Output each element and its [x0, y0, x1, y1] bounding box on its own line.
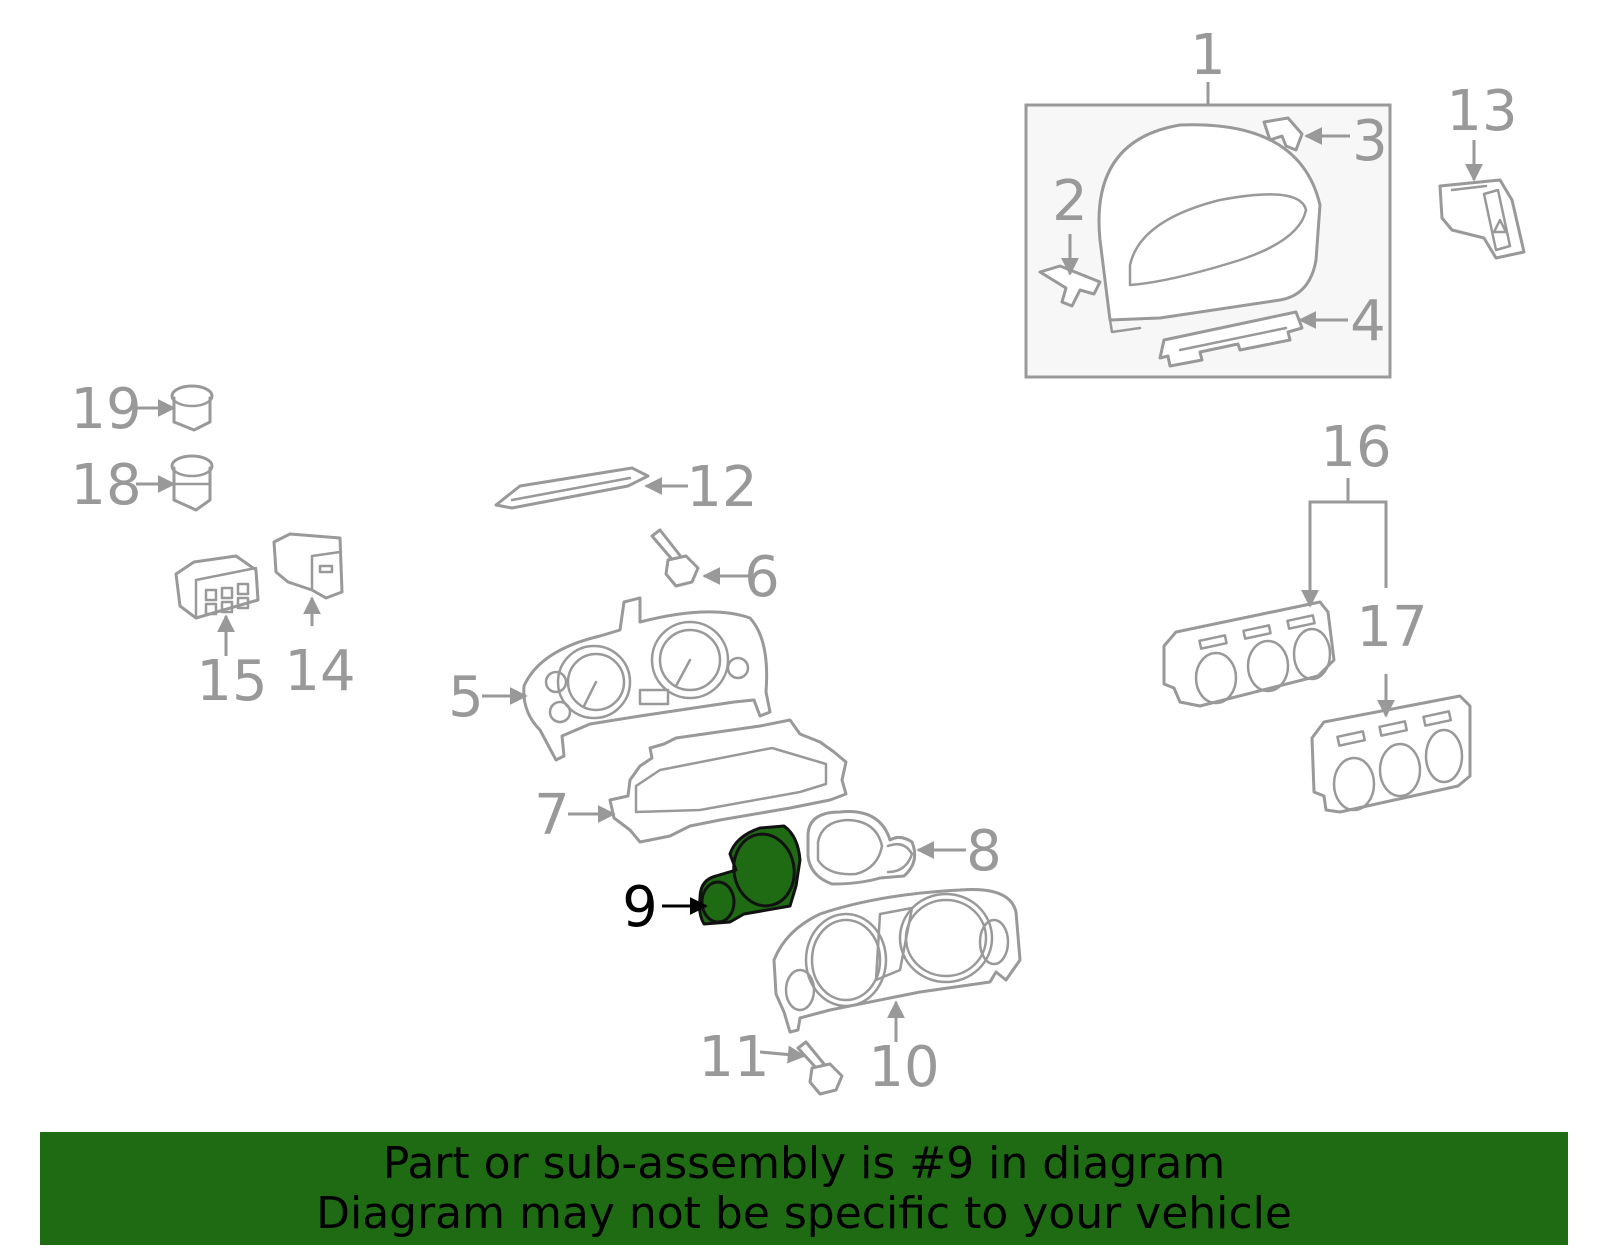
switch-part-14 [272, 532, 344, 600]
highlight-banner: Part or sub-assembly is #9 in diagram Di… [40, 1132, 1568, 1245]
callout-16: 16 [1320, 415, 1391, 480]
leader-lines [136, 127, 1483, 1064]
callout-13: 13 [1446, 79, 1517, 144]
callout-2: 2 [1052, 169, 1088, 234]
callout-9: 9 [622, 875, 658, 940]
callout-7: 7 [534, 783, 570, 848]
callout-18: 18 [70, 453, 141, 518]
lens-strip-part-12 [494, 466, 650, 510]
cluster-base-part-10 [772, 887, 1022, 1034]
gauge-assembly-part-9 [698, 824, 802, 926]
screw-part-6 [650, 528, 700, 588]
cluster-hood-part-1 [1097, 123, 1322, 334]
knob-part-18 [170, 454, 214, 512]
callout-12: 12 [686, 455, 757, 520]
cluster-housing-part-5 [522, 596, 772, 762]
lens-part-8 [806, 810, 917, 886]
callout-14: 14 [284, 639, 355, 704]
cluster-frame-part-7 [608, 718, 848, 844]
callout-8: 8 [966, 819, 1002, 884]
callout-5: 5 [448, 665, 484, 730]
knob-part-19 [170, 384, 214, 432]
hazard-switch-part-13 [1438, 178, 1526, 260]
callout-15: 15 [196, 649, 267, 714]
callout-19: 19 [70, 377, 141, 442]
callout-numbers: 1 2 3 4 13 12 6 5 7 8 9 10 11 14 15 19 1… [70, 23, 1517, 1100]
screw-part-11 [796, 1040, 844, 1096]
climate-panel-part-17 [1310, 694, 1472, 814]
callout-10: 10 [868, 1035, 939, 1100]
callout-3: 3 [1352, 109, 1388, 174]
callout-17: 17 [1356, 595, 1427, 660]
clip-part-3 [1262, 116, 1304, 152]
callout-6: 6 [744, 545, 780, 610]
climate-panel-part-16 [1162, 600, 1336, 708]
callout-4: 4 [1350, 289, 1386, 354]
switch-block-part-15 [174, 554, 260, 620]
banner-line-2: Diagram may not be specific to your vehi… [316, 1187, 1292, 1239]
callout-1: 1 [1190, 23, 1226, 88]
banner-line-1: Part or sub-assembly is #9 in diagram [382, 1137, 1226, 1189]
callout-11: 11 [698, 1025, 769, 1090]
